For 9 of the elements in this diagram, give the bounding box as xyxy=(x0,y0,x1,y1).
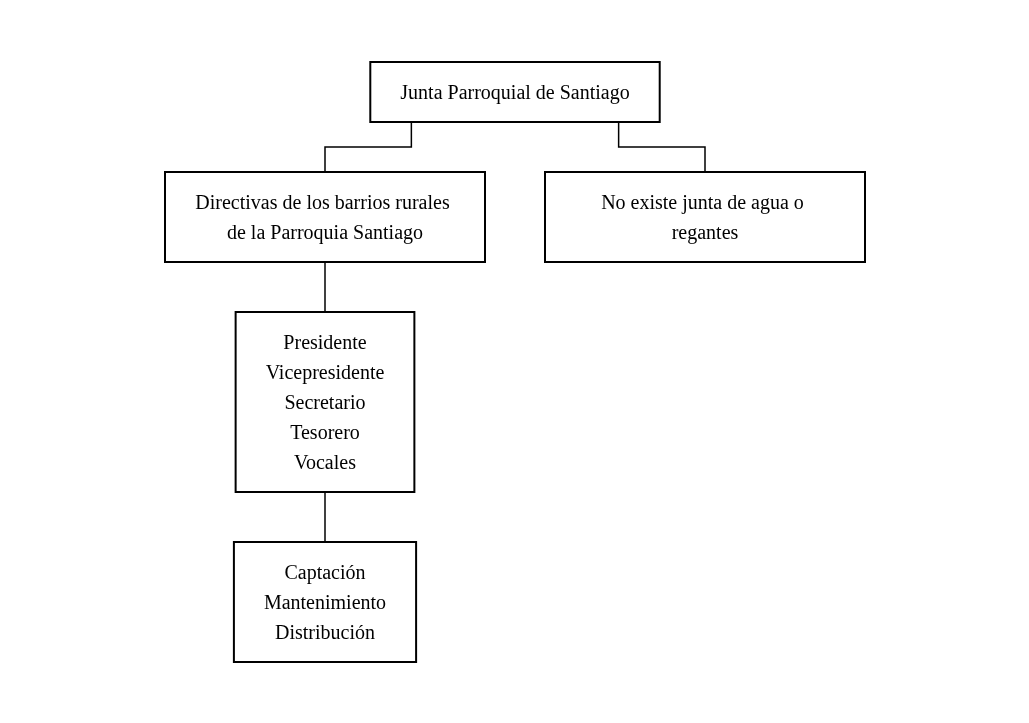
node-box: Presidente Vicepresidente Secretario Tesorero Vocales xyxy=(234,310,415,493)
connector xyxy=(617,120,706,173)
connector xyxy=(323,120,412,173)
node-box: No existe junta de agua o regantes xyxy=(543,170,866,263)
node-box: Captación Mantenimiento Distribución xyxy=(232,540,417,663)
node-box: Junta Parroquial de Santiago xyxy=(368,60,661,123)
connector xyxy=(323,490,326,543)
node-box: Directivas de los barrios rurales de la Parroquia Santiago xyxy=(163,170,486,263)
connector xyxy=(323,260,326,313)
